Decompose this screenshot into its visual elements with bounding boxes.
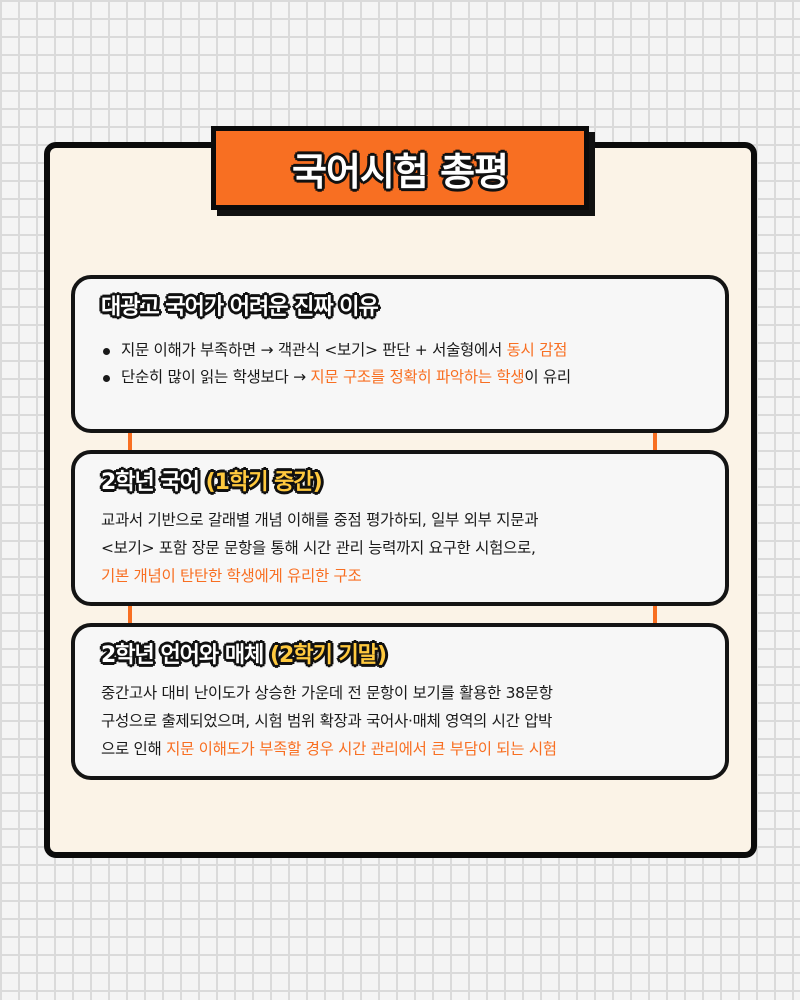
title-tab: 국어시험 총평	[211, 126, 589, 210]
body-line: 교과서 기반으로 갈래별 개념 이해를 중점 평가하되, 일부 외부 지문과	[101, 511, 539, 529]
bullet-text: 단순히 많이 읽는 학생보다 →	[121, 368, 311, 386]
card-title: 2학년 국어 (1학기 중간)	[101, 468, 699, 498]
body-line-prefix: 으로 인해	[101, 740, 167, 758]
card-difficulty-reasons: 대광고 국어가 어려운 진짜 이유 지문 이해가 부족하면 → 객관식 <보기>…	[71, 275, 729, 433]
bullet-highlight: 동시 감점	[506, 341, 568, 359]
bullet-highlight: 지문 구조를 정확히 파악하는 학생	[310, 368, 525, 386]
card-title-main: 2학년 국어	[101, 470, 206, 495]
card-grade2-language-media-final: 2학년 언어와 매체 (2학기 기말) 중간고사 대비 난이도가 상승한 가운데…	[71, 623, 729, 780]
body-highlight-line: 기본 개념이 탄탄한 학생에게 유리한 구조	[101, 567, 362, 585]
connector-line	[128, 596, 132, 632]
bullet-suffix: 이 유리	[524, 368, 571, 386]
card-body: 교과서 기반으로 갈래별 개념 이해를 중점 평가하되, 일부 외부 지문과 <…	[101, 506, 699, 590]
bullet-item: 지문 이해가 부족하면 → 객관식 <보기> 판단 + 서술형에서 동시 감점	[101, 337, 699, 364]
bullet-item: 단순히 많이 읽는 학생보다 → 지문 구조를 정확히 파악하는 학생이 유리	[101, 364, 699, 391]
page-title: 국어시험 총평	[291, 149, 510, 195]
card-title-accent: (1학기 중간)	[205, 470, 323, 495]
card-grade2-korean-midterm: 2학년 국어 (1학기 중간) 교과서 기반으로 갈래별 개념 이해를 중점 평…	[71, 450, 729, 606]
body-line: 중간고사 대비 난이도가 상승한 가운데 전 문항이 보기를 활용한 38문항	[101, 684, 553, 702]
card-title: 2학년 언어와 매체 (2학기 기말)	[101, 641, 699, 671]
body-line: 으로 인해 지문 이해도가 부족할 경우 시간 관리에서 큰 부담이 되는 시험	[101, 735, 699, 763]
body-line: <보기> 포함 장문 문항을 통해 시간 관리 능력까지 요구한 시험으로,	[101, 539, 536, 557]
connector-line	[653, 596, 657, 632]
card-title-main: 2학년 언어와 매체	[101, 643, 270, 668]
bullet-text: 지문 이해가 부족하면 → 객관식 <보기> 판단 + 서술형에서	[121, 341, 507, 359]
body-highlight: 지문 이해도가 부족할 경우 시간 관리에서 큰 부담이 되는 시험	[166, 740, 557, 758]
body-line: 구성으로 출제되었으며, 시험 범위 확장과 국어사·매체 영역의 시간 압박	[101, 712, 553, 730]
card-title-accent: (2학기 기말)	[269, 643, 387, 668]
connector-line	[653, 422, 657, 458]
card-body: 중간고사 대비 난이도가 상승한 가운데 전 문항이 보기를 활용한 38문항 …	[101, 679, 699, 763]
connector-line	[128, 422, 132, 458]
bullet-list: 지문 이해가 부족하면 → 객관식 <보기> 판단 + 서술형에서 동시 감점 …	[101, 337, 699, 391]
card-title: 대광고 국어가 어려운 진짜 이유	[101, 295, 379, 320]
